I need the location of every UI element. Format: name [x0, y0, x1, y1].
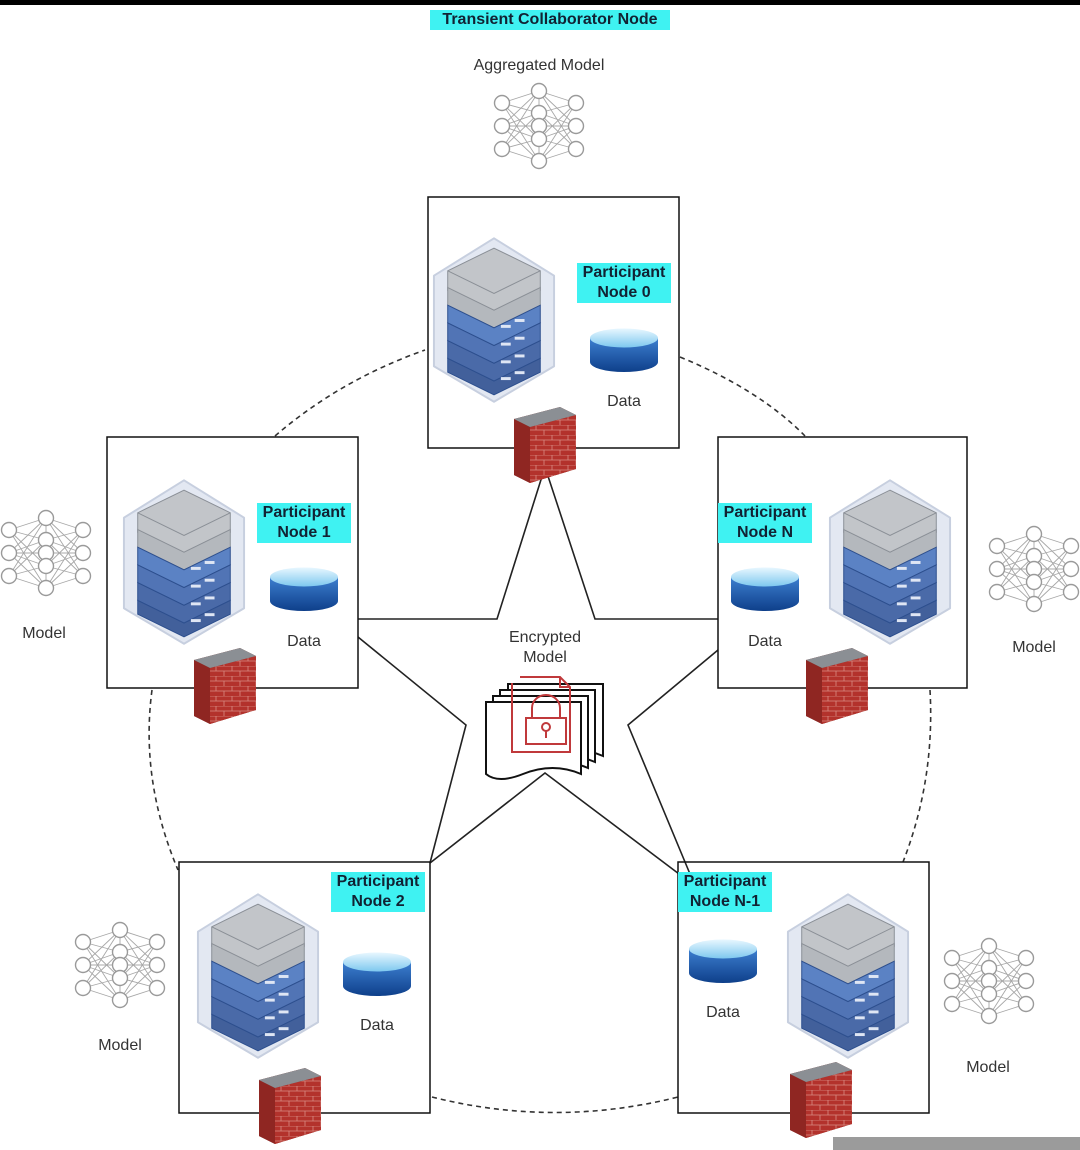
neural-network-icon: [0, 509, 92, 597]
neural-network-icon: [943, 937, 1035, 1025]
model-label: Model: [98, 1037, 142, 1054]
ring-arcs: [148, 349, 932, 1114]
data-label: Data: [287, 633, 321, 650]
server-icon: [828, 479, 952, 645]
database-icon: [731, 567, 799, 611]
firewall-icon: [259, 1068, 321, 1144]
ring-arc-right: [902, 689, 932, 863]
star-line-left: [357, 636, 467, 864]
ring-arc-left: [148, 689, 179, 871]
encrypted-model-label: Encrypted Model: [508, 629, 582, 666]
neural-network-icon: [988, 525, 1080, 613]
server-icon: [432, 237, 556, 403]
star-connections: [357, 466, 719, 887]
ring-arc-top-right: [679, 356, 806, 437]
neural-network-icon: [493, 82, 585, 170]
server-icon: [196, 893, 320, 1059]
database-icon: [270, 567, 338, 611]
top-border-bar: [0, 0, 1080, 5]
node-label-1: Participant Node 1: [257, 503, 351, 543]
data-label: Data: [607, 393, 641, 410]
ring-arc-top-left: [274, 349, 426, 437]
firewall-icon: [194, 648, 256, 724]
node-label-2: Participant Node 2: [331, 872, 425, 912]
firewall-icon: [790, 1062, 852, 1138]
database-icon: [343, 952, 411, 996]
encrypted-document-icon: [485, 676, 604, 780]
model-label: Model: [22, 625, 66, 642]
model-label: Model: [966, 1059, 1010, 1076]
aggregated-model-label: Aggregated Model: [473, 57, 605, 74]
data-label: Data: [748, 633, 782, 650]
star-line-bottom: [429, 771, 696, 887]
database-icon: [689, 939, 757, 983]
node-label-n-minus-1: Participant Node N-1: [678, 872, 772, 912]
star-line-top-left: [358, 466, 546, 620]
firewall-icon: [514, 407, 576, 483]
ring-arc-bottom: [431, 1096, 679, 1114]
star-line-top-right: [544, 466, 718, 620]
database-icon: [590, 328, 658, 372]
diagram-title: Transient Collaborator Node: [430, 10, 670, 30]
node-label-n: Participant Node N: [718, 503, 812, 543]
bottom-scroll-bar: [833, 1137, 1080, 1150]
node-label-0: Participant Node 0: [577, 263, 671, 303]
neural-network-icon: [74, 921, 166, 1009]
star-line-right: [627, 649, 719, 887]
firewall-icon: [806, 648, 868, 724]
model-label: Model: [1012, 639, 1056, 656]
server-icon: [122, 479, 246, 645]
data-label: Data: [706, 1004, 740, 1021]
server-icon: [786, 893, 910, 1059]
data-label: Data: [360, 1017, 394, 1034]
